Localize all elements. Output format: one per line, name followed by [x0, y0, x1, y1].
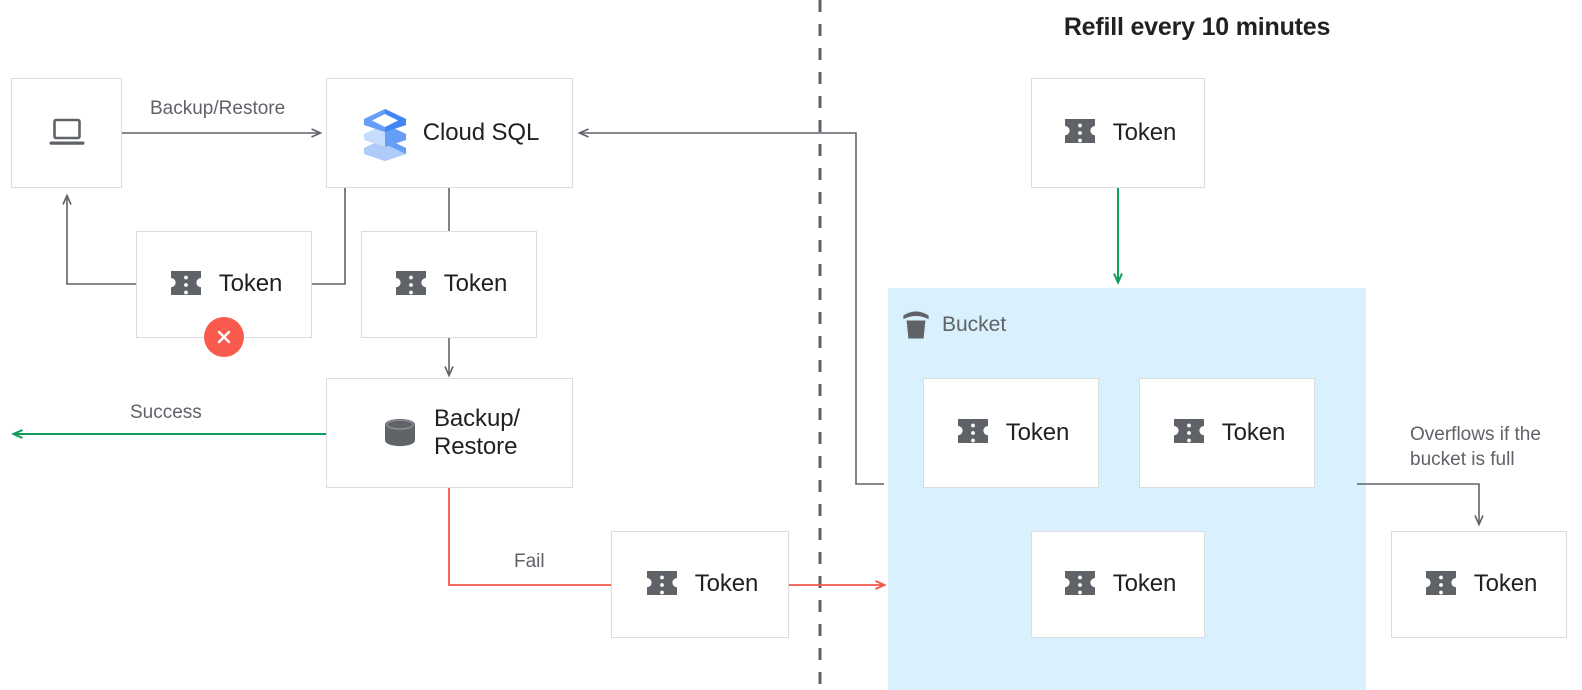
node-label: Token	[1221, 418, 1286, 446]
node-backup-restore[interactable]: Backup/ Restore	[326, 378, 573, 488]
node-client[interactable]	[11, 78, 122, 188]
token-icon	[1060, 566, 1100, 604]
edge-bucket-to-cloudsql	[577, 128, 884, 485]
node-label: Backup/ Restore	[433, 404, 521, 460]
node-cloud-sql[interactable]: Cloud SQL	[326, 78, 573, 188]
bucket-icon	[900, 310, 932, 340]
node-token-bucket-3[interactable]: Token	[1031, 531, 1205, 638]
token-icon	[642, 566, 682, 604]
error-x-badge	[204, 317, 244, 357]
node-label: Cloud SQL	[422, 118, 540, 146]
node-label: Token	[694, 570, 759, 598]
node-token-bucket-2[interactable]: Token	[1139, 378, 1315, 488]
token-icon	[953, 414, 993, 452]
node-label: Token	[218, 270, 283, 298]
edge-overflow	[1357, 483, 1484, 527]
edge-label-overflow: Overflows if the bucket is full	[1410, 424, 1541, 470]
node-token-fail-path[interactable]: Token	[611, 531, 789, 638]
cloud-sql-icon	[360, 104, 410, 162]
edge-failed-token-to-client	[62, 193, 136, 285]
edge-label-success: Success	[130, 402, 202, 423]
node-token-consumed[interactable]: Token	[361, 231, 537, 338]
node-label: Token	[1005, 418, 1070, 446]
node-label: Token	[1112, 570, 1177, 598]
node-token-bucket-1[interactable]: Token	[923, 378, 1099, 488]
node-label: Token	[443, 270, 508, 298]
token-icon	[1060, 114, 1100, 152]
database-icon	[379, 413, 421, 453]
bucket-header: Bucket	[900, 310, 1006, 340]
token-icon	[1421, 566, 1461, 604]
token-icon	[166, 266, 206, 304]
token-icon	[391, 266, 431, 304]
bucket-label: Bucket	[942, 313, 1007, 336]
node-label: Token	[1112, 118, 1177, 146]
edge-label-backup-restore: Backup/Restore	[150, 98, 286, 119]
edge-label-fail: Fail	[514, 551, 545, 572]
token-icon	[1169, 414, 1209, 452]
node-token-refill[interactable]: Token	[1031, 78, 1205, 188]
edge-cloudsql-to-failed-token	[312, 188, 346, 285]
node-label: Token	[1473, 570, 1538, 598]
close-icon	[217, 330, 231, 344]
laptop-icon	[46, 116, 88, 150]
page-title: Refill every 10 minutes	[1063, 13, 1331, 41]
node-token-overflow[interactable]: Token	[1391, 531, 1567, 638]
